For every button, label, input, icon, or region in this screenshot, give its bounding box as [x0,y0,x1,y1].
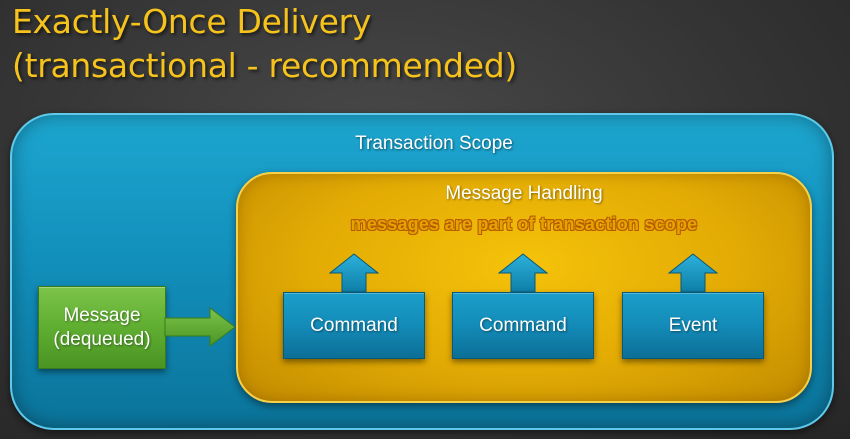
message-handling-subtitle: messages are part of transaction scope [350,214,698,234]
event-box: Event [622,292,764,359]
event-box-label: Event [668,314,718,336]
command-box: Command [452,292,594,359]
slide-title-line-2: (transactional - recommended) [12,46,517,85]
up-arrow-icon [498,253,548,293]
message-handling-title: Message Handling [445,183,603,204]
command-box-label: Command [479,314,567,336]
command-box: Command [283,292,425,359]
up-arrow-icon [668,253,718,293]
up-arrow-icon [329,253,379,293]
message-label: Message [63,304,141,326]
slide-title: Exactly-Once Delivery (transactional - r… [12,0,517,88]
slide-title-line-1: Exactly-Once Delivery [12,2,372,41]
right-arrow-icon [164,307,236,347]
message-box: Message (dequeued) [38,286,166,369]
transaction-scope-label: Transaction Scope [355,133,513,154]
message-status: (dequeued) [53,328,151,350]
command-box-label: Command [310,314,398,336]
